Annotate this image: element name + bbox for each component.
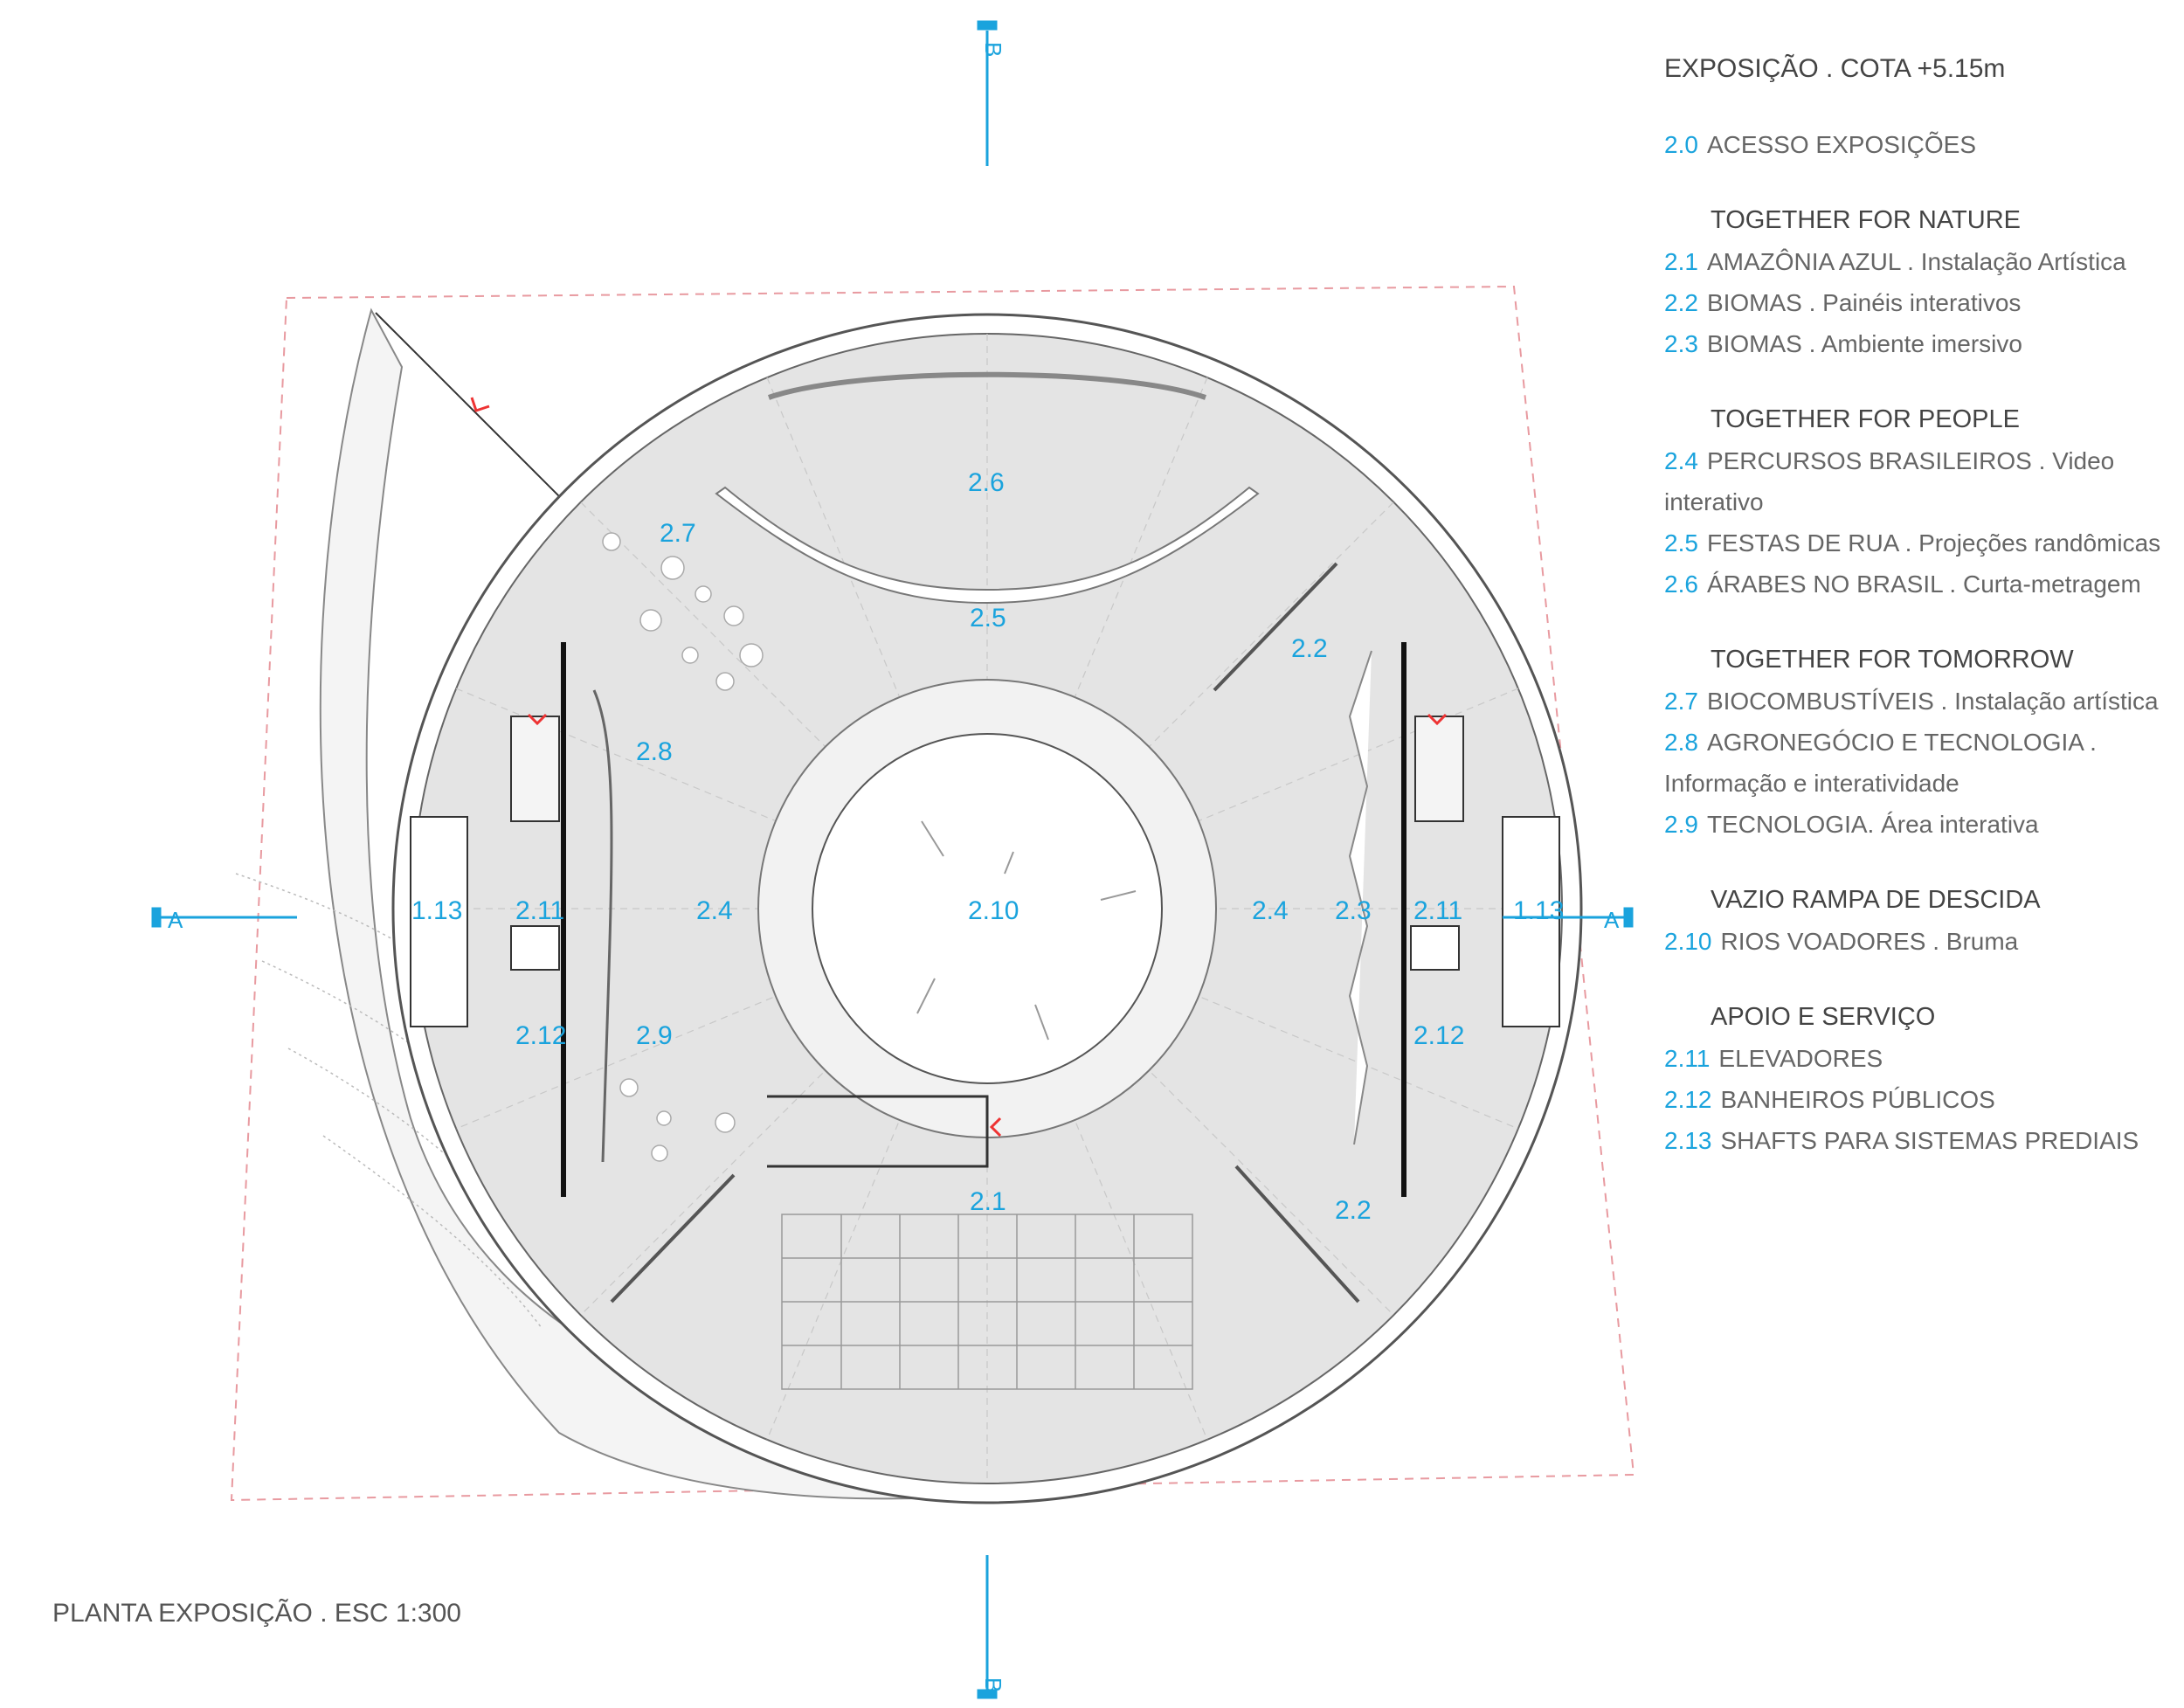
section-mark-b-top: B <box>980 42 1006 57</box>
area-label-2-8: 2.8 <box>636 737 673 766</box>
void-lines <box>916 820 1137 1041</box>
area-label-2-4-left: 2.4 <box>696 896 733 925</box>
panel-lower-left <box>610 1173 736 1303</box>
area-label-2-10: 2.10 <box>968 896 1019 925</box>
area-label-2-2-bottom: 2.2 <box>1335 1196 1372 1225</box>
area-label-1-13-right: 1.13 <box>1513 896 1564 925</box>
legend-heading: TOGETHER FOR PEOPLE <box>1711 405 2020 433</box>
left-core <box>410 642 613 1197</box>
plan-caption: PLANTA EXPOSIÇÃO . ESC 1:300 <box>52 1599 461 1628</box>
area-label-2-6: 2.6 <box>968 468 1005 497</box>
section-mark-b-bottom: B <box>980 1677 1006 1692</box>
legend-heading: TOGETHER FOR TOMORROW <box>1711 646 2074 674</box>
panel-2-2-top <box>1213 562 1338 692</box>
area-label-2-11-right: 2.11 <box>1413 896 1462 925</box>
area-label-2-7: 2.7 <box>660 519 696 548</box>
void-ramp <box>812 733 1163 1084</box>
panel-2-2-bottom <box>1234 1165 1360 1303</box>
red-markers <box>470 397 1448 1138</box>
area-label-2-2-top: 2.2 <box>1291 634 1328 663</box>
area-label-2-3: 2.3 <box>1335 896 1372 925</box>
area-label-2-5: 2.5 <box>970 604 1006 633</box>
section-mark-a-left: A <box>168 907 183 933</box>
curved-screen <box>715 486 1260 605</box>
area-label-2-12-left: 2.12 <box>515 1021 566 1050</box>
site-boundary <box>230 285 1635 1502</box>
area-label-1-13-left: 1.13 <box>411 896 462 925</box>
area-label-2-12-right: 2.12 <box>1413 1021 1464 1050</box>
section-lines <box>151 20 1634 1699</box>
area-label-2-1: 2.1 <box>970 1187 1006 1216</box>
right-core <box>1348 642 1560 1197</box>
entrance-wall <box>767 1095 989 1168</box>
area-label-2-11-left: 2.11 <box>515 896 564 925</box>
diagonal-line <box>375 312 569 506</box>
legend-heading: APOIO E SERVIÇO <box>1711 1003 1936 1031</box>
legend-title: EXPOSIÇÃO . COTA +5.15m <box>1664 54 2006 83</box>
installation-grid <box>781 1214 1193 1390</box>
area-label-2-9: 2.9 <box>636 1021 673 1050</box>
installation-circles <box>602 532 764 1162</box>
top-arc-wall <box>768 371 1206 400</box>
legend-heading: VAZIO RAMPA DE DESCIDA <box>1711 886 2041 914</box>
legend-heading: TOGETHER FOR NATURE <box>1711 206 2021 234</box>
section-mark-a-right: A <box>1604 907 1620 933</box>
area-label-2-4-right: 2.4 <box>1252 896 1289 925</box>
